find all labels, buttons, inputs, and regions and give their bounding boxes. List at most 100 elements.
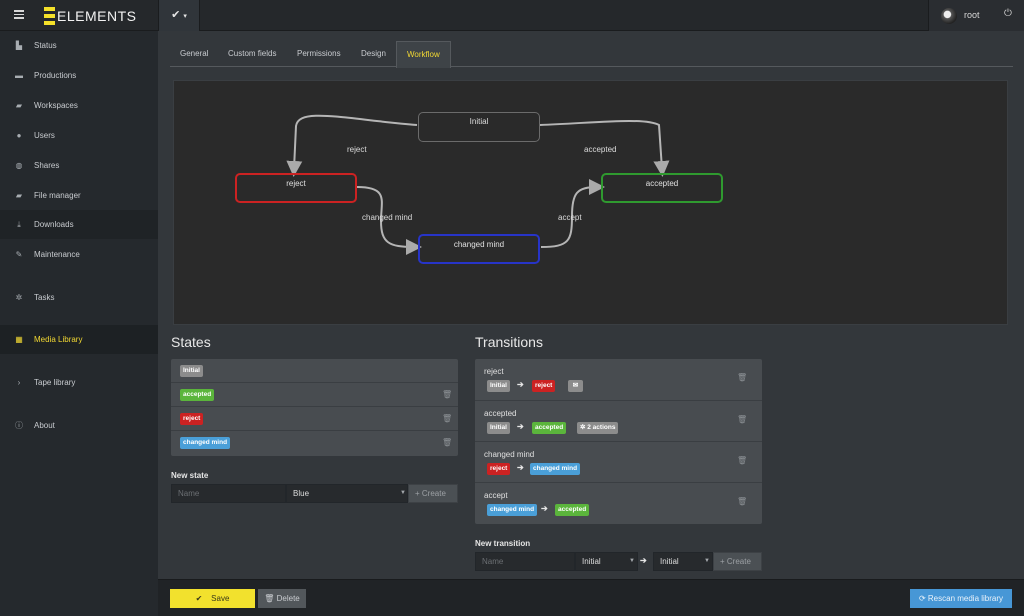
state-badge-reject: reject (180, 413, 204, 425)
power-icon[interactable]: ⏻ (1004, 8, 1012, 19)
hamburger-menu-icon[interactable] (14, 10, 24, 19)
node-changed-mind[interactable]: changed mind (418, 234, 540, 264)
sidebar-item-productions[interactable]: ▬Productions (15, 71, 77, 80)
folder-icon: ▰ (15, 101, 23, 110)
list-item[interactable]: changed mind 🗑 (171, 431, 458, 455)
workflow-edges (286, 114, 670, 255)
list-item[interactable]: accepted Initial ➔ accepted ✲ 2 actions … (475, 401, 762, 442)
sidebar-item-shares[interactable]: ◍Shares (15, 161, 60, 170)
edge-label-changed-mind: changed mind (362, 213, 413, 222)
sidebar-item-file-manager[interactable]: ▰File manager (15, 191, 81, 200)
trash-icon[interactable]: 🗑 (737, 415, 748, 424)
tab-permissions[interactable]: Permissions (297, 49, 341, 58)
actions-badge: ✲ 2 actions (577, 422, 619, 434)
transition-from-select[interactable]: Initial ▼ (575, 552, 638, 571)
state-color-select[interactable]: Blue ▼ (286, 484, 408, 503)
state-badge-changed-mind: changed mind (180, 437, 231, 449)
wrench-icon: ✎ (15, 250, 23, 259)
create-transition-button[interactable]: + Create (713, 552, 762, 571)
chevron-down-icon: ▼ (400, 490, 406, 496)
logo-mark-icon (44, 6, 55, 25)
sidebar-item-status[interactable]: ▙Status (15, 41, 57, 50)
film-icon: ▦ (15, 335, 23, 344)
trash-icon[interactable]: 🗑 (442, 414, 453, 423)
list-item[interactable]: Initial (171, 359, 458, 383)
list-item[interactable]: changed mind reject ➔ changed mind 🗑 (475, 442, 762, 483)
caret-right-icon: › (17, 378, 21, 387)
edge-label-accepted: accepted (584, 145, 617, 154)
trash-icon[interactable]: 🗑 (442, 390, 453, 399)
arrow-right-icon: ➔ (517, 422, 524, 431)
list-item[interactable]: reject Initial ➔ reject ✉ 🗑 (475, 359, 762, 401)
gears-icon: ✲ (15, 293, 23, 302)
sidebar-item-downloads[interactable]: ⤓Downloads (0, 210, 158, 239)
trash-icon[interactable]: 🗑 (737, 456, 748, 465)
username: root (964, 10, 980, 20)
edge-accepted (539, 119, 670, 177)
new-transition-label: New transition (475, 539, 531, 548)
arrow-right-icon: ➔ (541, 504, 548, 513)
chevron-down-icon: ▼ (704, 558, 710, 564)
node-accepted[interactable]: accepted (601, 173, 723, 203)
delete-button[interactable]: 🗑 Delete (258, 589, 306, 608)
new-state-label: New state (171, 471, 209, 480)
sidebar-item-tasks[interactable]: ✲Tasks (15, 293, 55, 302)
sidebar-item-media-library[interactable]: ▦Media Library (0, 325, 158, 354)
tab-design[interactable]: Design (361, 49, 386, 58)
folder-icon: ▰ (15, 191, 23, 200)
workflow-graph: Initial reject accepted changed mind rej… (173, 80, 1008, 325)
tab-custom-fields[interactable]: Custom fields (228, 49, 277, 58)
sidebar: ▙Status ▬Productions ▰Workspaces ●Users … (0, 31, 158, 616)
users-icon: ● (16, 131, 22, 140)
edge-label-accept: accept (558, 213, 582, 222)
chevron-down-icon: ▼ (629, 558, 635, 564)
node-reject[interactable]: reject (235, 173, 357, 203)
transition-to-select[interactable]: Initial ▼ (653, 552, 713, 571)
sidebar-item-tape-library[interactable]: ›Tape library (0, 368, 158, 397)
user-menu[interactable]: root ⏻ (928, 0, 1024, 31)
sidebar-item-workspaces[interactable]: ▰Workspaces (15, 101, 78, 110)
app-name: ELEMENTS (57, 7, 137, 24)
list-item[interactable]: reject 🗑 (171, 407, 458, 431)
tab-general[interactable]: General (180, 49, 209, 58)
arrow-right-icon: ➔ (640, 556, 647, 565)
tab-bar: General Custom fields Permissions Design… (170, 41, 1013, 68)
tab-workflow[interactable]: Workflow (396, 41, 451, 68)
envelope-icon: ✉ (568, 380, 583, 392)
trash-icon[interactable]: 🗑 (737, 497, 748, 506)
checkmark-dropdown-button[interactable]: ✔ ▾ (159, 0, 200, 31)
app-logo: ELEMENTS (44, 6, 136, 25)
create-state-button[interactable]: + Create (408, 484, 458, 503)
state-badge-initial: Initial (180, 365, 203, 377)
states-list: Initial accepted 🗑 reject 🗑 changed mind… (171, 359, 458, 456)
sidebar-item-users[interactable]: ●Users (0, 121, 158, 150)
download-icon: ⤓ (17, 219, 21, 229)
edge-reject (286, 114, 418, 177)
transitions-title: Transitions (475, 334, 543, 350)
sidebar-item-maintenance[interactable]: ✎Maintenance (15, 250, 80, 259)
state-name-input[interactable]: Name (171, 484, 286, 503)
states-title: States (171, 334, 211, 350)
arrow-right-icon: ➔ (517, 463, 524, 472)
edge-changed-mind (356, 186, 422, 255)
edge-label-reject: reject (347, 145, 367, 154)
node-initial[interactable]: Initial (418, 112, 540, 142)
main-content: General Custom fields Permissions Design… (158, 31, 1024, 579)
arrow-right-icon: ➔ (517, 380, 524, 389)
archive-icon: ▬ (15, 71, 23, 80)
list-item[interactable]: accepted 🗑 (171, 383, 458, 407)
transitions-list: reject Initial ➔ reject ✉ 🗑 accepted Ini… (475, 359, 762, 524)
avatar (941, 8, 957, 24)
trash-icon[interactable]: 🗑 (737, 373, 748, 382)
trash-icon[interactable]: 🗑 (442, 438, 453, 447)
transition-name-input[interactable]: Name (475, 552, 575, 571)
rescan-media-library-button[interactable]: ⟳ Rescan media library (910, 589, 1012, 608)
globe-icon: ◍ (15, 161, 23, 170)
save-button[interactable]: ✔ Save (170, 589, 255, 608)
top-bar: ELEMENTS ✔ ▾ root ⏻ (0, 0, 1024, 31)
state-badge-accepted: accepted (180, 389, 215, 401)
footer-bar: ✔ Save 🗑 Delete ⟳ Rescan media library (158, 579, 1024, 616)
list-item[interactable]: accept changed mind ➔ accepted 🗑 (475, 483, 762, 524)
info-icon: ⓘ (15, 421, 23, 430)
